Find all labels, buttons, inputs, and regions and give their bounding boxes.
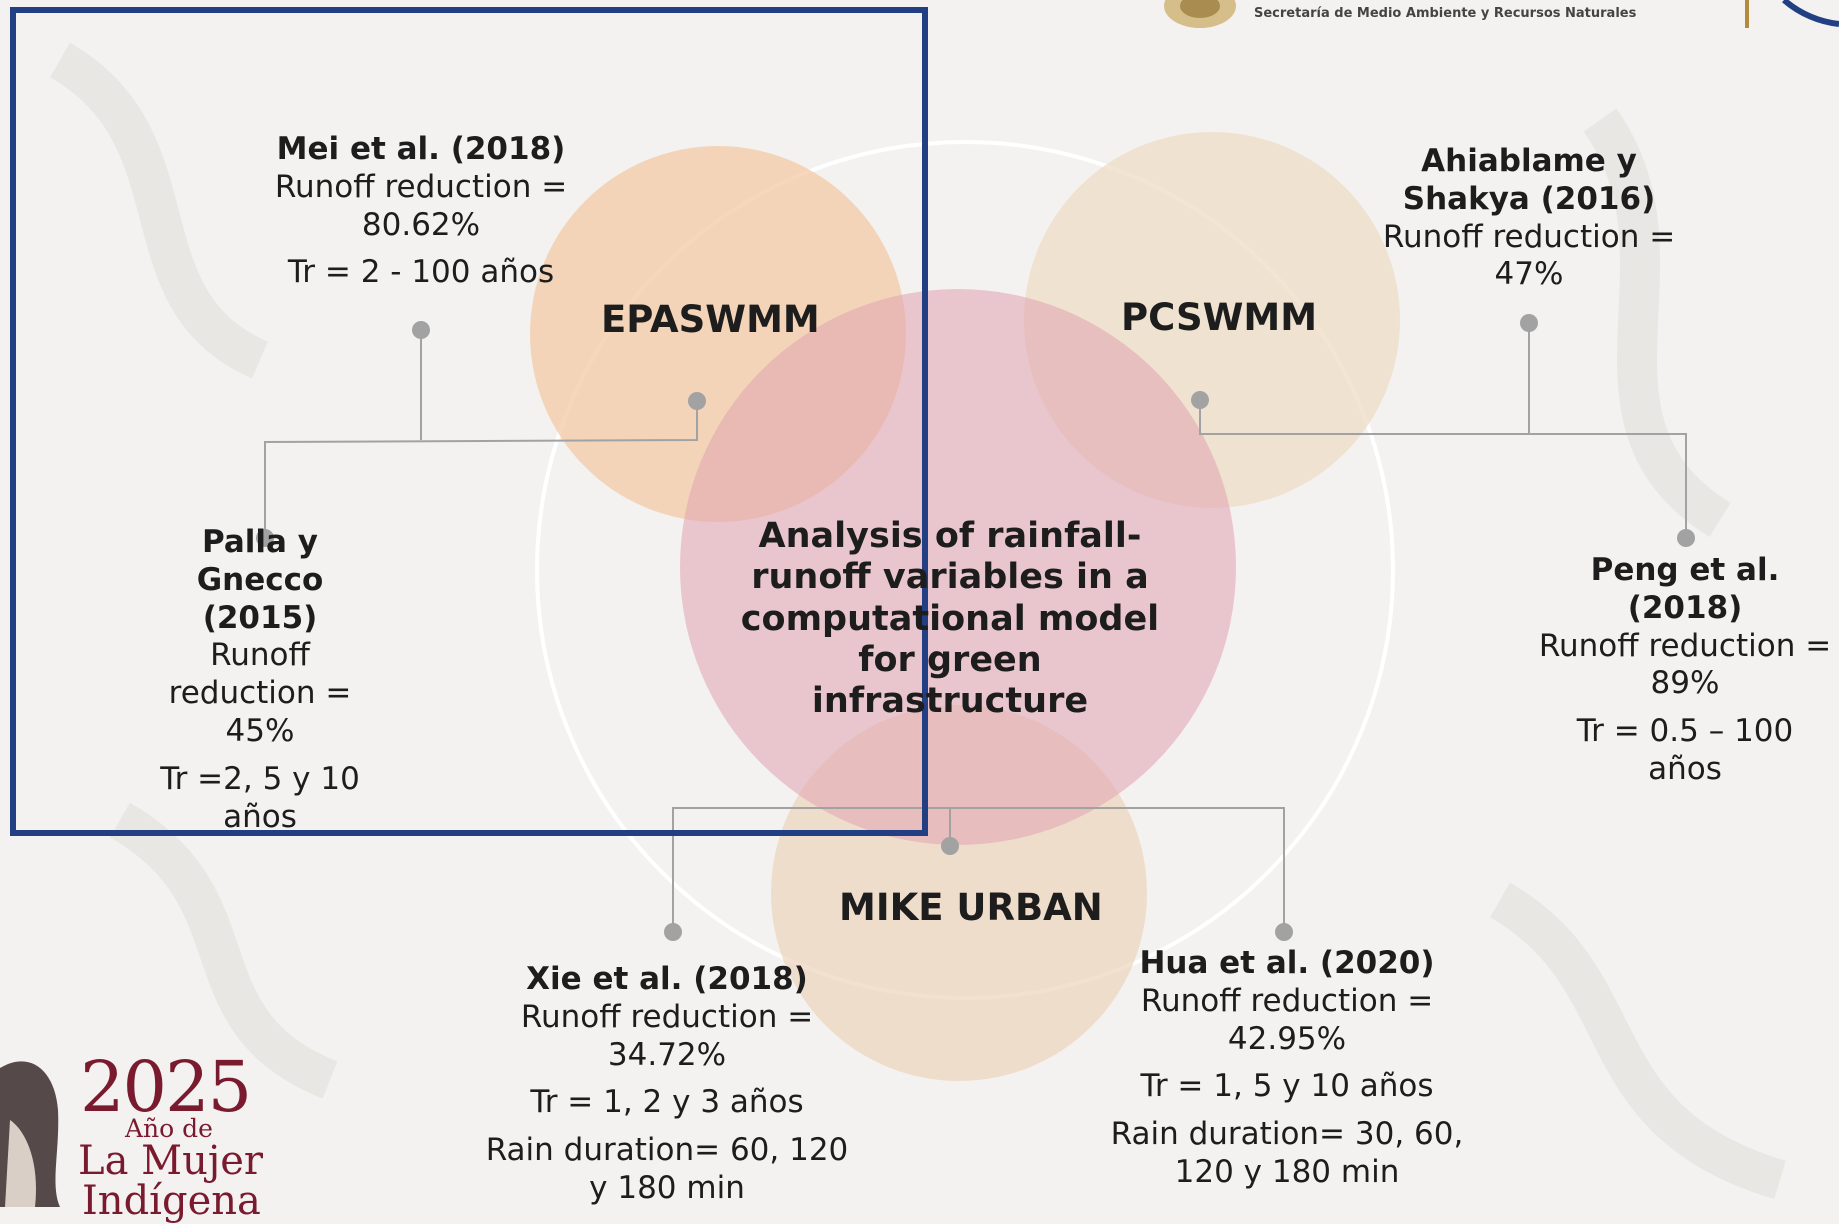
connector-pcswmm xyxy=(1199,400,1687,538)
study-title: Hua et al. (2020) xyxy=(1139,945,1435,981)
dot-mei xyxy=(412,321,430,339)
dot-xie xyxy=(664,923,682,941)
study-palla: Palla y Gnecco (2015) Runoff reduction =… xyxy=(140,524,380,837)
logo-figure xyxy=(0,1061,60,1207)
logo-line3: Indígena xyxy=(82,1178,261,1224)
model-label-pcswmm: PCSWMM xyxy=(1121,296,1318,339)
dot-ahiablame xyxy=(1520,314,1538,332)
study-line: Runoff reduction = 34.72% xyxy=(520,998,814,1073)
model-label-mike-urban: MIKE URBAN xyxy=(839,886,1103,929)
connector-dots xyxy=(256,314,1695,941)
study-ahiablame: Ahiablame y Shakya (2016) Runoff reducti… xyxy=(1379,143,1679,294)
model-label-epaswmm: EPASWMM xyxy=(601,298,820,341)
study-title: Palla y Gnecco (2015) xyxy=(196,524,324,636)
selection-box[interactable] xyxy=(10,7,928,836)
logo-line2: La Mujer xyxy=(78,1138,264,1184)
study-line: Runoff reduction = 45% xyxy=(168,637,352,750)
study-line: Tr = 1, 2 y 3 años xyxy=(530,1084,804,1121)
center-title: Analysis of rainfall-runoff variables in… xyxy=(740,516,1160,722)
logo-line1: Año de xyxy=(125,1114,213,1143)
study-peng: Peng et al. (2018) Runoff reduction = 89… xyxy=(1535,552,1835,789)
study-title: Ahiablame y Shakya (2016) xyxy=(1402,143,1656,217)
background-pattern xyxy=(49,42,1786,1200)
year-logo: 2025 Año de La Mujer Indígena xyxy=(0,1046,280,1224)
study-line: Runoff reduction = 89% xyxy=(1538,627,1832,702)
dot-mike xyxy=(941,837,959,855)
study-line: Runoff reduction = 47% xyxy=(1382,218,1676,293)
study-line: Runoff reduction = 80.62% xyxy=(274,168,568,243)
dot-pcswmm xyxy=(1191,391,1209,409)
center-circle xyxy=(680,289,1236,845)
logo-year: 2025 xyxy=(80,1046,252,1128)
connector-epaswmm xyxy=(264,401,698,538)
study-line: Tr = 1, 5 y 10 años xyxy=(1140,1068,1434,1105)
dot-hua xyxy=(1275,923,1293,941)
study-hua: Hua et al. (2020) Runoff reduction = 42.… xyxy=(1087,945,1487,1192)
study-title: Peng et al. (2018) xyxy=(1590,552,1780,626)
study-line: Rain duration= 60, 120 y 180 min xyxy=(485,1132,849,1207)
connectors xyxy=(264,323,1687,932)
study-xie: Xie et al. (2018) Runoff reduction = 34.… xyxy=(481,961,853,1208)
study-line: Runoff reduction = 42.95% xyxy=(1140,982,1434,1057)
dot-palla xyxy=(256,529,274,547)
study-title: Xie et al. (2018) xyxy=(526,961,808,997)
study-line: Tr = 2 - 100 años xyxy=(287,254,555,291)
study-line: Tr = 0.5 – 100 años xyxy=(1576,713,1794,788)
study-line: Rain duration= 30, 60, 120 y 180 min xyxy=(1110,1116,1464,1191)
header-logo-arc xyxy=(1782,0,1839,27)
dot-peng xyxy=(1677,529,1695,547)
connector-mike xyxy=(672,807,1285,932)
study-line: Tr =2, 5 y 10 años xyxy=(160,760,360,835)
dot-epaswmm xyxy=(688,392,706,410)
header-emblem xyxy=(1164,0,1236,28)
study-mei: Mei et al. (2018) Runoff reduction = 80.… xyxy=(271,131,571,292)
agency-name: Secretaría de Medio Ambiente y Recursos … xyxy=(1254,6,1637,21)
study-title: Mei et al. (2018) xyxy=(276,131,566,167)
